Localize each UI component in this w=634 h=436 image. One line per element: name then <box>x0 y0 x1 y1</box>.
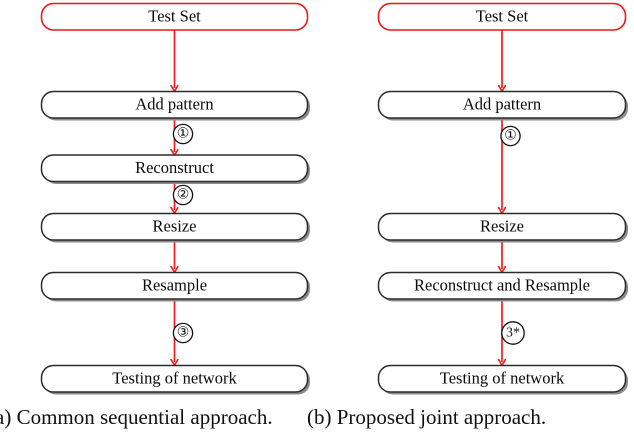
node-a-resample[interactable]: Resample <box>40 271 311 302</box>
edge-marker-a-2-label: ② <box>177 188 190 203</box>
node-b-resize-label: Resize <box>480 216 524 235</box>
node-a-reconstruct[interactable]: Reconstruct <box>40 154 311 184</box>
node-a-reconstruct-label: Reconstruct <box>135 158 214 177</box>
node-a-testing-of-network[interactable]: Testing of network <box>40 364 311 395</box>
edge-marker-a-1-label: ① <box>177 127 190 142</box>
circle-outline-icon <box>501 321 525 345</box>
node-a-test-set[interactable]: Test Set <box>40 2 309 31</box>
node-a-add-pattern[interactable]: Add pattern <box>40 90 311 121</box>
panel-a: Test Set Add pattern Reconstruct Resize <box>0 2 311 429</box>
node-b-test-set-label: Test Set <box>476 6 529 25</box>
edge-marker-a-2: ② <box>172 184 194 206</box>
caption-panel-b: (b) Proposed joint approach. <box>307 405 546 429</box>
edge-marker-b-3-star: 3* <box>501 321 525 345</box>
node-b-add-pattern-shape <box>377 90 627 119</box>
circle-outline-icon <box>500 125 521 147</box>
node-b-resize-shape <box>377 212 627 241</box>
node-b-testing-label: Testing of network <box>440 368 565 387</box>
circle-outline-icon <box>172 184 194 206</box>
node-a-resample-shape <box>40 271 309 300</box>
edge-marker-b-1: ① <box>500 125 521 147</box>
edge-marker-a-3-label: ③ <box>177 326 190 341</box>
caption-panel-a: a) Common sequential approach. <box>0 405 273 429</box>
node-b-recon-resamp-label: Reconstruct and Resample <box>414 275 590 294</box>
node-b-testing-shape <box>377 364 627 393</box>
node-b-add-pattern[interactable]: Add pattern <box>377 90 629 121</box>
circle-outline-icon <box>172 322 194 344</box>
node-a-add-pattern-shape <box>40 90 309 119</box>
node-b-reconstruct-and-resample[interactable]: Reconstruct and Resample <box>377 271 629 302</box>
panel-b: Test Set Add pattern Resize Reconstruct … <box>307 2 629 429</box>
node-b-test-set-shape <box>377 2 627 31</box>
edge-marker-b-1-label: ① <box>504 129 517 144</box>
node-b-testing-of-network[interactable]: Testing of network <box>377 364 629 395</box>
node-a-resize[interactable]: Resize <box>40 212 311 243</box>
node-a-add-pattern-label: Add pattern <box>135 94 213 113</box>
node-b-test-set[interactable]: Test Set <box>377 2 627 31</box>
node-b-resize[interactable]: Resize <box>377 212 629 243</box>
node-b-add-pattern-label: Add pattern <box>463 94 541 113</box>
circle-outline-icon <box>172 123 194 145</box>
edge-marker-a-3: ③ <box>172 322 194 344</box>
node-a-resample-label: Resample <box>142 275 207 294</box>
node-a-reconstruct-shape <box>40 154 309 183</box>
node-a-test-set-shape <box>40 2 309 31</box>
node-a-testing-label: Testing of network <box>112 368 237 387</box>
node-a-resize-label: Resize <box>153 216 197 235</box>
edge-marker-b-3-star-label: 3* <box>506 326 520 341</box>
node-a-testing-shape <box>40 364 309 393</box>
edge-marker-a-1: ① <box>172 123 194 145</box>
node-b-recon-resamp-shape <box>377 271 627 300</box>
node-a-resize-shape <box>40 212 309 241</box>
node-a-test-set-label: Test Set <box>148 6 201 25</box>
